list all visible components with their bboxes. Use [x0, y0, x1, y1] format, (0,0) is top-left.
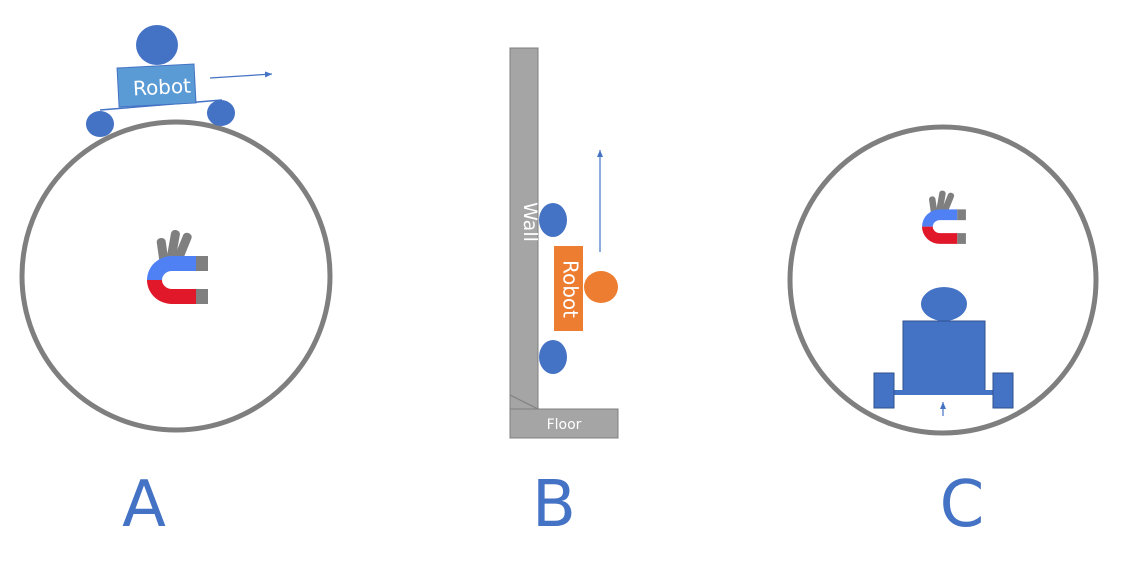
robot-c-body	[902, 320, 986, 393]
robot-b-wheel-top	[539, 203, 567, 237]
panel-b: Wall Floor Robot B	[509, 47, 619, 542]
robot-c-wheel-right	[992, 372, 1014, 409]
pipe-circle-c	[787, 124, 1099, 436]
wall-label: Wall	[519, 202, 541, 242]
pipe-circle-a	[19, 119, 333, 433]
robot-c-head	[921, 287, 967, 321]
robot-b-body	[554, 246, 583, 331]
robot-b-label: Robot	[559, 260, 583, 318]
floor-label: Floor	[547, 417, 582, 433]
wall	[509, 47, 539, 439]
panel-label-c: C	[940, 468, 985, 542]
robot-c	[873, 287, 1014, 409]
wall-floor-joint	[509, 394, 539, 410]
panel-c: C	[787, 124, 1099, 542]
robot-a-wheel-right	[207, 100, 235, 126]
panel-label-b: B	[532, 468, 576, 542]
robot-b-head	[584, 271, 618, 303]
robot-a-body	[116, 63, 197, 108]
robot-c-axle	[894, 390, 994, 395]
robot-a-label: Robot	[132, 73, 191, 100]
panel-a: Robot A	[19, 25, 333, 542]
robot-a-wheel-left	[86, 111, 114, 137]
panel-label-a: A	[122, 468, 166, 542]
floor	[509, 408, 619, 439]
robot-a: Robot	[86, 25, 235, 137]
robot-c-wheel-left	[873, 372, 895, 409]
robot-a-head	[136, 25, 178, 65]
arrow-right-icon	[209, 71, 273, 79]
robot-b-wheel-bottom	[539, 340, 567, 374]
